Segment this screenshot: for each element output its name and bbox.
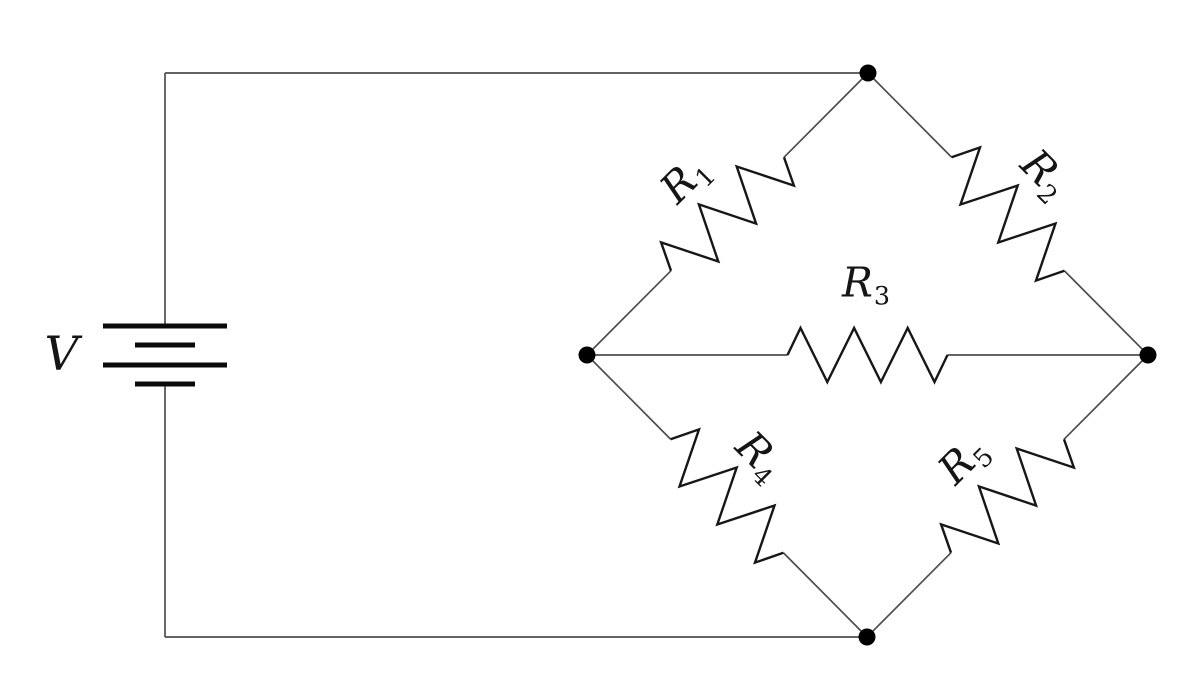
resistor-r2-lead-b [1063, 270, 1149, 356]
resistor-r2-zigzag [951, 145, 1065, 283]
label-source-v: V [45, 331, 80, 378]
outer-loop [164, 72, 868, 638]
resistor-r2 [867, 72, 1149, 356]
resistor-r5-lead-b [1063, 354, 1149, 440]
resistor-r5-lead-a [866, 552, 952, 638]
label-r3: R3 [842, 262, 890, 308]
label-r3-sub: 3 [873, 280, 891, 311]
junction-nodes [578, 64, 1157, 646]
resistor-r4 [586, 354, 868, 638]
resistor-r3-zigzag [786, 325, 949, 385]
resistor-r5 [866, 354, 1149, 638]
label-r3-base: R [841, 258, 873, 307]
node-left [578, 346, 596, 364]
resistor-r1 [586, 72, 869, 356]
resistor-r4-lead-a [586, 354, 672, 440]
node-bottom [858, 628, 876, 646]
resistor-r1-lead-a [586, 270, 672, 356]
node-top [859, 64, 877, 82]
resistor-r4-zigzag [670, 427, 784, 565]
node-right [1139, 346, 1157, 364]
label-source-v-base: V [44, 326, 79, 382]
resistor-r1-zigzag [659, 156, 796, 272]
resistor-r5-zigzag [939, 438, 1076, 554]
resistor-r1-lead-b [783, 72, 869, 158]
resistor-r2-lead-a [867, 72, 953, 158]
resistor-r3 [587, 325, 1148, 385]
resistor-r4-lead-b [782, 552, 868, 638]
battery-symbol [103, 323, 227, 387]
